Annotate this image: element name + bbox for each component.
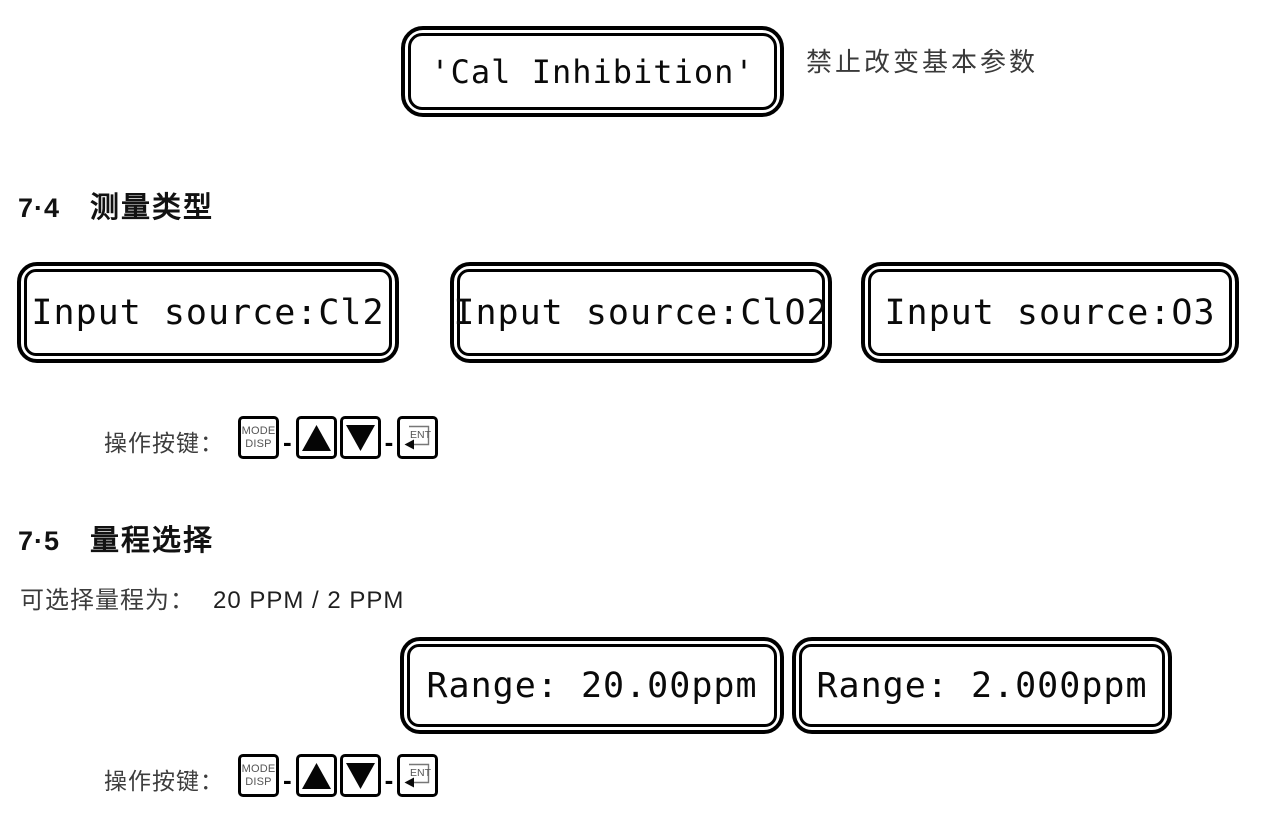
enter-arrow-icon: ENT bbox=[404, 425, 432, 449]
lcd-text-cal-inhibition: 'Cal Inhibition' bbox=[430, 52, 755, 91]
mode-key-line2: DISP bbox=[245, 437, 272, 450]
section-7-5-title: 量程选择 bbox=[90, 525, 215, 557]
section-7-4-heading: 7·4 测量类型 bbox=[18, 184, 214, 226]
lcd-display-cal-inhibition: 'Cal Inhibition' bbox=[401, 26, 784, 117]
lcd-display-range-20ppm: Range: 20.00ppm bbox=[400, 637, 784, 734]
lcd-display-inner: Input source:ClO2 bbox=[453, 269, 828, 356]
keys-row-7-4: 操作按键： MODE DISP - - ENT bbox=[104, 415, 439, 459]
up-triangle-icon bbox=[301, 762, 331, 789]
lcd-display-inner: Input source:Cl2 bbox=[24, 269, 392, 356]
range-note-label: 可选择量程为： bbox=[20, 587, 195, 614]
mode-disp-key: MODE DISP bbox=[238, 754, 279, 797]
range-note: 可选择量程为： 20 PPM / 2 PPM bbox=[20, 580, 404, 615]
mode-disp-key: MODE DISP bbox=[238, 416, 279, 459]
section-7-4-title: 测量类型 bbox=[90, 192, 215, 224]
lcd-text-input-source-clo2: Input source:ClO2 bbox=[453, 292, 829, 333]
lcd-text-input-source-cl2: Input source:Cl2 bbox=[31, 292, 385, 333]
section-7-5-number: 7·5 bbox=[18, 526, 61, 556]
section-7-4-number: 7·4 bbox=[18, 193, 61, 223]
ent-key-label: ENT bbox=[410, 767, 432, 779]
keys-row-7-5: 操作按键： MODE DISP - - ENT bbox=[104, 753, 439, 797]
lcd-display-input-source-cl2: Input source:Cl2 bbox=[17, 262, 399, 363]
lcd-display-inner: Range: 20.00ppm bbox=[407, 644, 777, 727]
key-separator: - bbox=[283, 427, 292, 457]
down-key bbox=[339, 754, 381, 797]
lcd-display-input-source-clo2: Input source:ClO2 bbox=[450, 262, 832, 363]
up-triangle-icon bbox=[301, 424, 331, 451]
lcd-display-input-source-o3: Input source:O3 bbox=[861, 262, 1239, 363]
mode-key-line1: MODE bbox=[241, 763, 276, 776]
up-key bbox=[295, 754, 337, 797]
down-triangle-icon bbox=[345, 762, 375, 789]
keys-label: 操作按键： bbox=[104, 430, 224, 456]
ent-key: ENT bbox=[397, 754, 439, 797]
up-key bbox=[295, 416, 337, 459]
down-key bbox=[339, 416, 381, 459]
keys-label: 操作按键： bbox=[104, 768, 224, 794]
key-separator: - bbox=[384, 765, 394, 795]
mode-key-line1: MODE bbox=[241, 425, 276, 438]
ent-key: ENT bbox=[397, 416, 439, 459]
key-separator: - bbox=[384, 427, 394, 457]
lcd-text-range-20ppm: Range: 20.00ppm bbox=[426, 665, 758, 706]
lcd-display-inner: Input source:O3 bbox=[868, 269, 1232, 356]
lcd-display-range-2ppm: Range: 2.000ppm bbox=[792, 637, 1172, 734]
section-7-5-heading: 7·5 量程选择 bbox=[18, 517, 214, 559]
down-triangle-icon bbox=[345, 424, 375, 451]
lcd-text-range-2ppm: Range: 2.000ppm bbox=[816, 665, 1148, 706]
lcd-display-inner: Range: 2.000ppm bbox=[799, 644, 1165, 727]
lcd-display-inner: 'Cal Inhibition' bbox=[408, 33, 777, 110]
ent-key-label: ENT bbox=[410, 429, 432, 441]
mode-key-line2: DISP bbox=[245, 775, 272, 788]
lcd-text-input-source-o3: Input source:O3 bbox=[884, 292, 1216, 333]
enter-arrow-icon: ENT bbox=[404, 763, 432, 787]
key-separator: - bbox=[283, 765, 292, 795]
range-note-value: 20 PPM / 2 PPM bbox=[213, 587, 405, 614]
cal-inhibition-annotation: 禁止改变基本参数 bbox=[806, 47, 1039, 77]
